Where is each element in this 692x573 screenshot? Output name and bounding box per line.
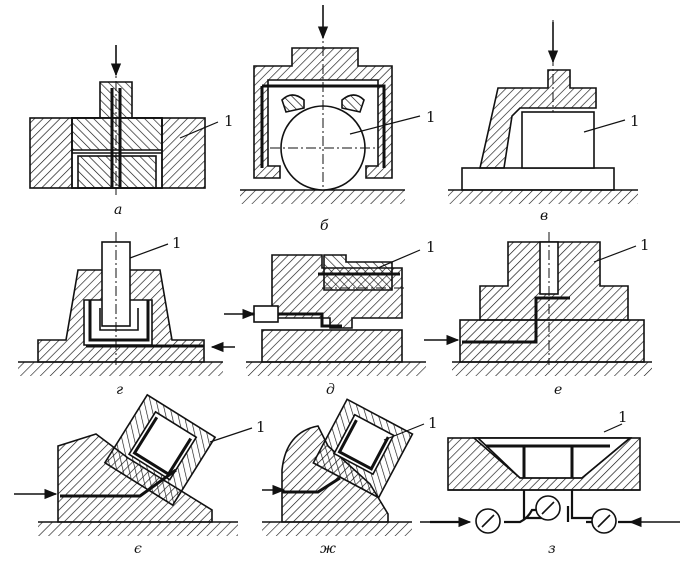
panel-zh xyxy=(262,398,425,536)
part-label-zh: 1 xyxy=(428,414,438,432)
part-label-v: 1 xyxy=(630,112,640,130)
panel-d xyxy=(224,249,426,376)
panel-label-ye: є xyxy=(134,541,142,557)
part-label-a: 1 xyxy=(224,112,234,130)
panel-b xyxy=(240,5,421,204)
panel-v xyxy=(448,20,638,204)
part-label-b: 1 xyxy=(426,108,436,126)
panel-label-zh: ж xyxy=(320,541,336,557)
panel-z xyxy=(420,423,680,534)
panel-label-a: а xyxy=(114,202,122,218)
part-label-e: 1 xyxy=(640,236,650,254)
part-label-g: 1 xyxy=(172,234,182,252)
panel-label-g: г xyxy=(116,382,123,398)
part-label-ye: 1 xyxy=(256,418,266,436)
panel-label-z: з xyxy=(548,541,556,557)
panel-label-d: д xyxy=(326,382,335,398)
part-label-z: 1 xyxy=(618,408,628,426)
panel-ye xyxy=(14,393,253,536)
part-label-d: 1 xyxy=(426,238,436,256)
panel-e xyxy=(424,232,652,376)
panel-g xyxy=(18,232,235,376)
panel-label-v: в xyxy=(540,208,548,224)
panel-a xyxy=(29,45,219,195)
panel-label-b: б xyxy=(320,218,329,234)
panel-label-e: е xyxy=(554,382,562,398)
